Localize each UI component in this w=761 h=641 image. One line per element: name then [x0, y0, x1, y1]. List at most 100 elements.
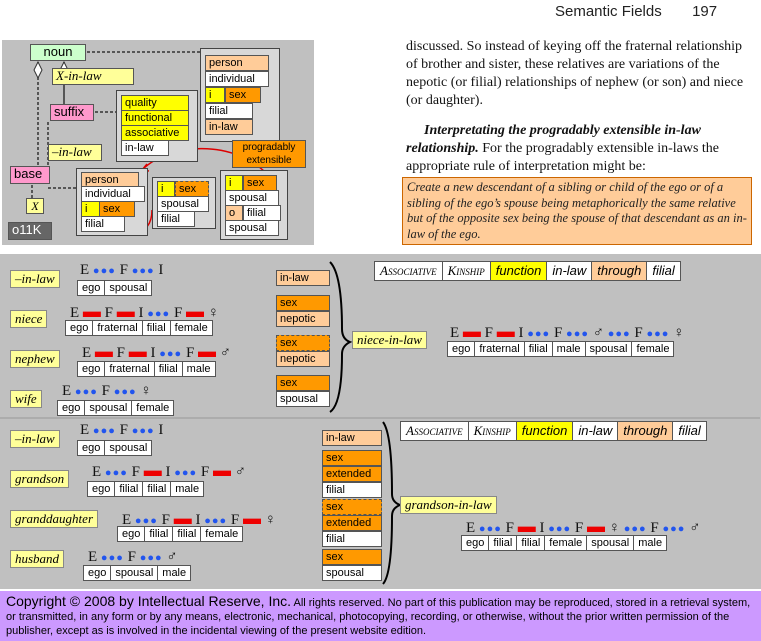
example-cell: male	[157, 565, 192, 581]
body-paragraph: discussed. So instead of keying off the …	[406, 39, 744, 108]
example-label: spousal	[322, 565, 382, 581]
mid-i: i	[157, 181, 175, 197]
x-in-law-tag: X-in-law	[52, 68, 134, 85]
header-associative: Associative	[401, 422, 469, 440]
copyright-footer: Copyright © 2008 by Intellectual Reserve…	[0, 591, 761, 641]
example-cell: filial	[142, 481, 172, 497]
example-label: filial	[322, 482, 382, 498]
example-tag: niece	[10, 310, 48, 328]
frame-i: i	[205, 87, 225, 103]
example-cell: filial	[114, 481, 144, 497]
example-tag: wife	[10, 390, 42, 408]
niece-in-law-formula: E ▬ F ▬ I ●●● F ●●● ♂ ●●● F ●●● ♀	[450, 321, 685, 341]
example-cell: male	[181, 361, 216, 377]
progradably-extensible-label: progradably extensible	[232, 140, 306, 168]
example-tag: –in-law	[10, 270, 60, 288]
example-cell: ego	[65, 320, 94, 336]
example-cell: ego	[117, 526, 146, 542]
example-tag: grandson	[10, 470, 70, 488]
example-label: extended	[322, 466, 382, 482]
result-cell: male	[633, 535, 668, 551]
example-cell: ego	[83, 565, 112, 581]
example-cell: female	[200, 526, 244, 542]
header-kinship: Kinship	[442, 262, 491, 280]
example-label: sex	[322, 499, 382, 515]
section2-header: Associative Kinship function in-law thro…	[400, 421, 707, 441]
example-formula: E ●●● F ●●● I	[80, 262, 164, 278]
example-formula: E ●●● F ●●● ♀	[62, 383, 152, 399]
example-formula: E ▬ F ▬ I ●●● F ▬ ♀	[70, 301, 220, 321]
example-formula: E ●●● F ●●● ♂	[88, 549, 178, 565]
example-label: sex	[276, 375, 330, 391]
base-individual: individual	[81, 186, 145, 202]
example-tag: nephew	[10, 350, 60, 368]
example-formula: E ●●● F ▬ I ●●● F ▬ ♀	[122, 508, 276, 528]
example-cell: filial	[144, 526, 174, 542]
right-sex: sex	[243, 175, 277, 191]
example-cell: spousal	[110, 565, 159, 581]
example-formula: E ●●● F ●●● I	[80, 422, 164, 438]
frame-filial: filial	[205, 103, 253, 119]
result-cell: fraternal	[474, 341, 525, 357]
in-law-frame-card: person individual i sex filial in-law	[200, 48, 280, 142]
result-cell: filial	[516, 535, 546, 551]
header-function: function	[490, 262, 548, 280]
noun-node: noun	[30, 44, 86, 61]
quality-card: quality functional associative in-law	[116, 90, 198, 162]
result-cell: ego	[447, 341, 476, 357]
example-formula: E ●●● F ▬ I ●●● F ▬ ♂	[92, 460, 246, 480]
header-title: Semantic Fields	[555, 3, 662, 20]
example-cell: filial	[141, 320, 171, 336]
section1-header: Associative Kinship function in-law thro…	[374, 261, 681, 281]
example-label: extended	[322, 515, 382, 531]
mid-filial: filial	[157, 211, 195, 227]
x-node: X	[26, 198, 44, 214]
right-filial: filial	[243, 205, 281, 221]
header-in-law: in-law	[547, 262, 593, 280]
example-label: in-law	[276, 270, 330, 286]
in-law-tag: –in-law	[48, 144, 102, 161]
result-cell: spousal	[586, 535, 635, 551]
result-cell: male	[551, 341, 586, 357]
example-label: spousal	[276, 391, 330, 407]
suffix-node: suffix	[50, 104, 94, 121]
quality-in-law: in-law	[121, 140, 169, 156]
header-filial: filial	[673, 422, 706, 440]
example-tag: –in-law	[10, 430, 60, 448]
example-cell: female	[169, 320, 213, 336]
interpretation-rule: Create a new descendant of a sibling or …	[402, 177, 752, 245]
diagram-panel: noun X-in-law suffix –in-law base X o11K…	[2, 40, 314, 245]
right-spousal: spousal	[225, 190, 279, 206]
example-cell: ego	[77, 280, 106, 296]
example-formula: E ▬ F ▬ I ●●● F ▬ ♂	[82, 341, 232, 361]
result-cell: female	[631, 341, 675, 357]
header-through: through	[592, 262, 648, 280]
frame-in-law: in-law	[205, 119, 253, 135]
base-i: i	[81, 201, 101, 217]
right-i: i	[225, 175, 243, 191]
example-cell: spousal	[104, 440, 153, 456]
functional-label: functional	[121, 110, 189, 126]
page-number: 197	[692, 3, 718, 20]
base-node: base	[10, 166, 50, 184]
base-card: person individual i sex filial	[76, 168, 148, 236]
example-cell: spousal	[84, 400, 133, 416]
example-label: sex	[276, 335, 330, 351]
header-through: through	[618, 422, 674, 440]
example-cell: fraternal	[104, 361, 155, 377]
example-cell: ego	[77, 440, 106, 456]
base-sex: sex	[99, 201, 135, 217]
example-label: sex	[322, 450, 382, 466]
example-cell: male	[170, 481, 205, 497]
header-kinship: Kinship	[468, 422, 517, 440]
example-label: sex	[322, 549, 382, 565]
result-cell: spousal	[584, 341, 633, 357]
section-paragraph: Interpretating the progradably extensibl…	[406, 122, 751, 176]
